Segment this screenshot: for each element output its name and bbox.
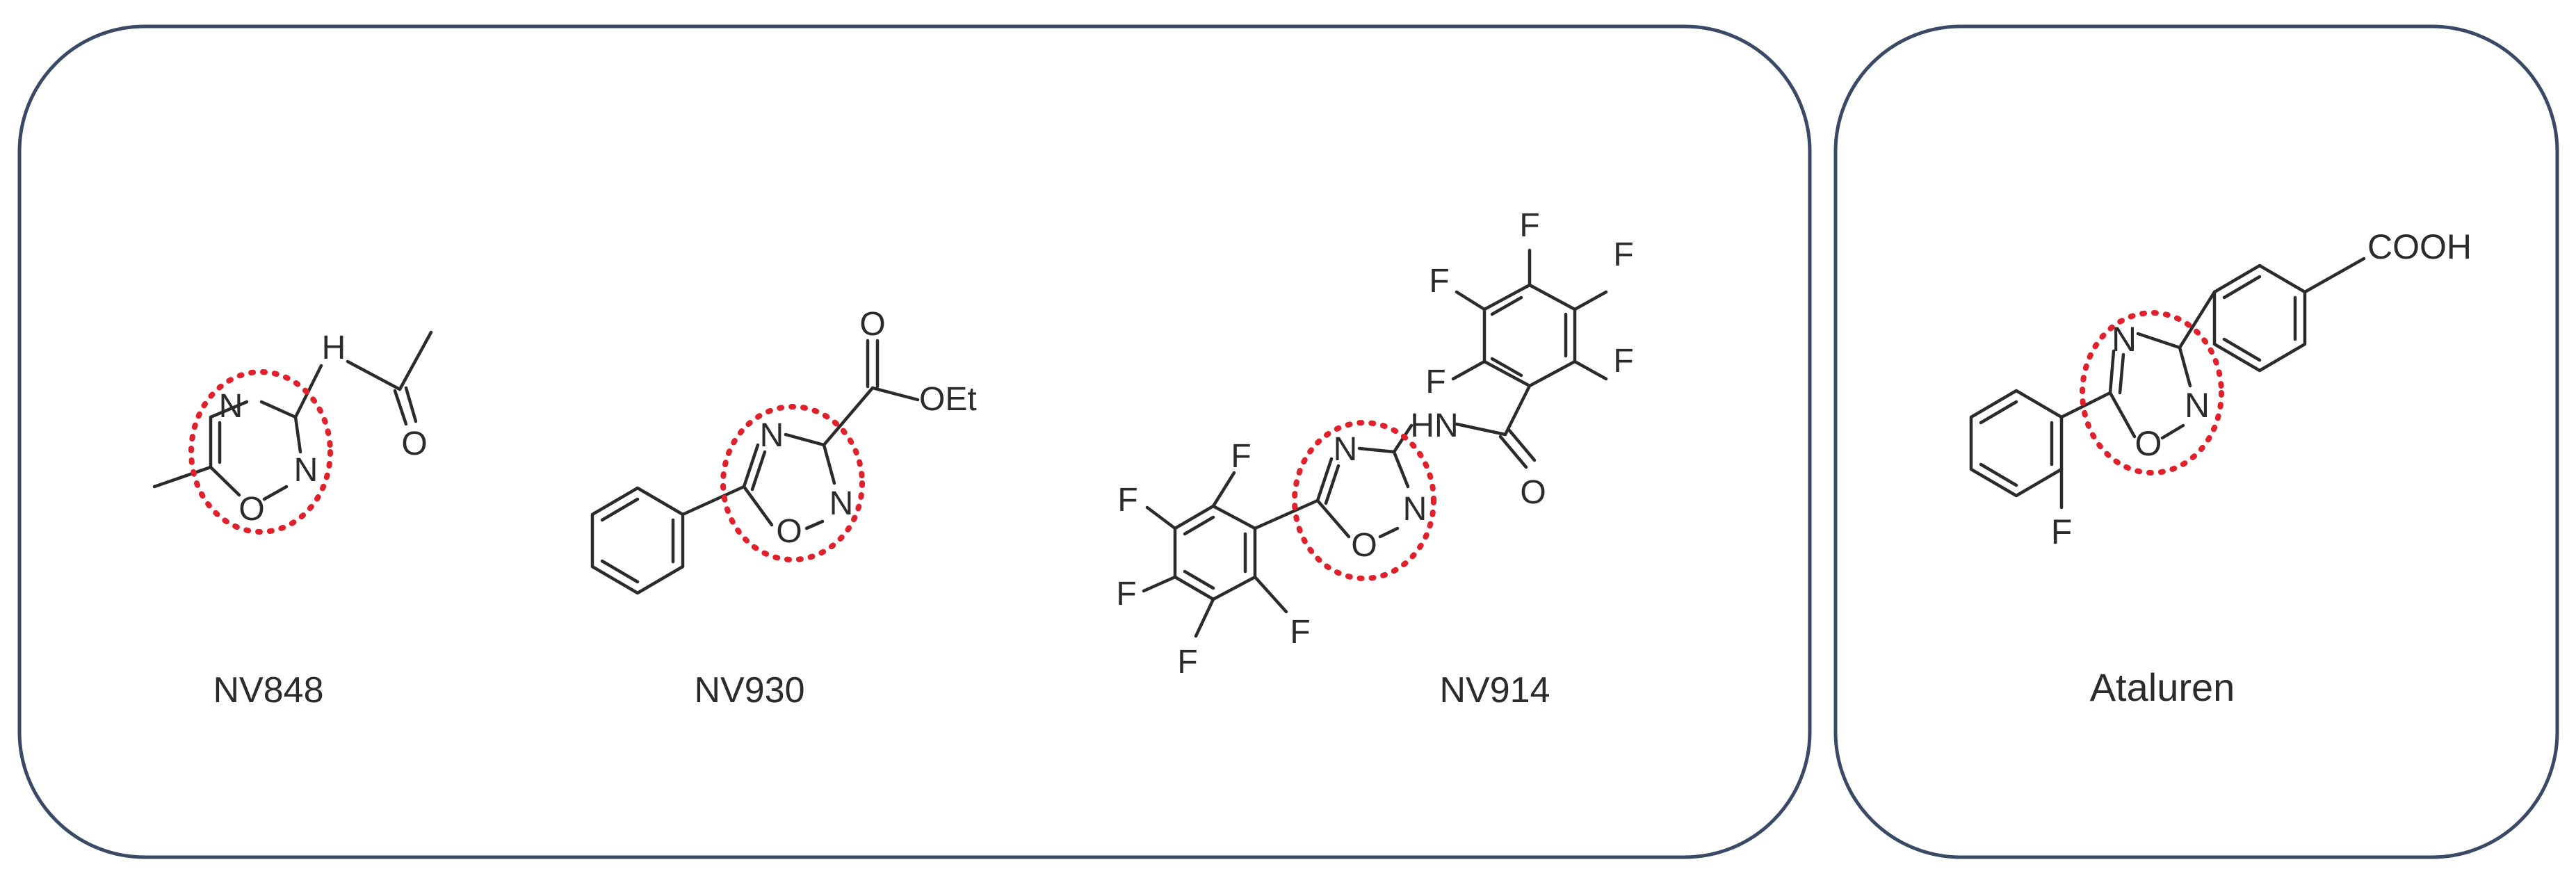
oxadiazole-highlight	[720, 404, 865, 562]
atom-label: N	[294, 452, 318, 489]
atom-label: O	[1520, 474, 1546, 511]
atom-label: O	[238, 491, 264, 528]
atom-labels-nv914: N N O HN O F F F F F F F F F F	[1116, 207, 1633, 681]
atom-label: F	[1177, 644, 1197, 681]
atom-label: N	[760, 417, 784, 454]
compound-label: Ataluren	[2090, 665, 2235, 709]
atom-label: F	[2051, 512, 2073, 551]
atom-label: O	[776, 513, 802, 550]
atom-labels-nv930: N N O O OEt	[760, 306, 977, 550]
atom-label: HN	[1410, 407, 1458, 444]
atom-label: N	[1403, 491, 1427, 528]
atom-label: F	[1613, 343, 1633, 380]
atom-label: F	[1116, 576, 1136, 612]
atom-label: N	[219, 388, 243, 425]
atom-label: F	[1429, 263, 1449, 300]
atom-label: N	[1334, 431, 1358, 468]
atom-label: OEt	[919, 381, 977, 418]
ataluren-panel	[1833, 24, 2559, 859]
atom-label: F	[1613, 236, 1633, 273]
atom-labels-ataluren: N N O COOH F	[2051, 227, 2472, 551]
atom-label: O	[2135, 424, 2162, 463]
atom-labels-nv848: N N O H O	[219, 330, 428, 528]
atom-label: F	[1117, 482, 1137, 519]
atom-label: F	[1290, 614, 1310, 651]
atom-label: N	[2185, 386, 2210, 425]
atom-label: N	[2112, 320, 2137, 359]
nv-compounds-panel	[17, 24, 1812, 859]
oxadiazole-highlight	[188, 369, 333, 535]
compound-label: NV848	[213, 670, 324, 711]
structure-nv914	[1142, 248, 1608, 638]
atom-label: O	[859, 306, 885, 343]
compound-label: NV914	[1440, 670, 1550, 711]
atom-label: COOH	[2367, 227, 2472, 266]
atom-label: O	[1351, 527, 1377, 564]
oxadiazole-highlight	[1292, 420, 1436, 581]
oxadiazole-highlight	[2080, 310, 2224, 476]
atom-label: H	[322, 330, 346, 366]
compound-label: NV930	[695, 670, 805, 711]
atom-label: F	[1519, 207, 1539, 244]
atom-label: N	[829, 485, 854, 522]
atom-label: O	[401, 425, 427, 462]
structure-nv930	[590, 339, 920, 595]
atom-label: F	[1231, 438, 1251, 475]
atom-label: F	[1425, 364, 1445, 400]
structure-ataluren	[1969, 257, 2366, 510]
